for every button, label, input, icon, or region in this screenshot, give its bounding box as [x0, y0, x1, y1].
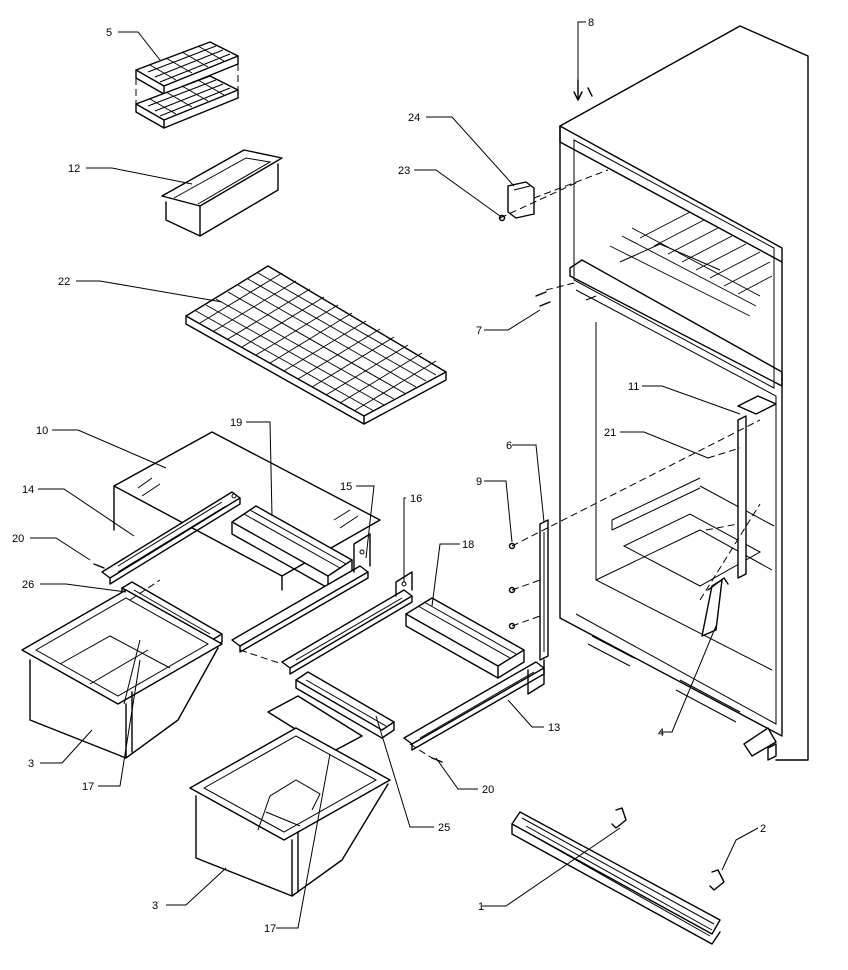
callout-23: 23 [398, 165, 410, 177]
shelf-rail-15 [231, 533, 371, 653]
callout-6: 6 [506, 440, 512, 452]
drawer-slide-25 [295, 671, 395, 739]
callout-8: 8 [588, 17, 594, 29]
assembly-lines [129, 169, 761, 759]
callout-labels: 5 12 22 10 14 20 26 3 17 19 15 16 18 13 … [12, 17, 766, 935]
callout-17-left: 17 [82, 781, 94, 793]
screw-23 [498, 214, 506, 222]
callout-3-right: 3 [152, 900, 158, 912]
callout-10: 10 [36, 425, 48, 437]
callout-18: 18 [462, 539, 474, 551]
callout-9: 9 [476, 476, 482, 488]
callout-3-left: 3 [28, 758, 34, 770]
callout-19: 19 [230, 417, 242, 429]
callout-21: 21 [604, 427, 616, 439]
callout-26: 26 [22, 579, 34, 591]
shelf-rail-13 [403, 659, 545, 751]
callout-13: 13 [548, 722, 560, 734]
callout-1: 1 [478, 901, 484, 913]
storage-bin [161, 149, 283, 237]
callout-22: 22 [58, 276, 70, 288]
grille-panel [511, 811, 721, 945]
callout-7: 7 [476, 325, 482, 337]
grille-clips [611, 807, 725, 891]
callout-11: 11 [628, 381, 639, 393]
callout-25: 25 [438, 822, 450, 834]
callout-14: 14 [22, 484, 34, 496]
shelf-guide-19 [231, 505, 353, 589]
shelf-standard-6 [539, 519, 549, 661]
shelf-guide-18 [405, 597, 525, 679]
callout-20-left: 20 [12, 533, 24, 545]
cover-cap-24 [507, 181, 535, 219]
leader-lines [30, 21, 759, 929]
callout-12: 12 [68, 163, 80, 175]
crisper-drawer-right [189, 727, 391, 897]
callout-15: 15 [340, 481, 352, 493]
refrigerator-cabinet [559, 25, 809, 761]
callout-20-right: 20 [482, 784, 494, 796]
callout-5: 5 [106, 27, 112, 39]
callout-17-right: 17 [264, 923, 276, 935]
callout-4: 4 [658, 727, 664, 739]
callout-16: 16 [410, 493, 422, 505]
shelf-rail-16 [281, 571, 413, 675]
callout-2: 2 [760, 823, 766, 835]
callout-24: 24 [408, 112, 420, 124]
shelf-rail-left [101, 491, 241, 585]
crisper-drawer-left [21, 589, 223, 759]
wire-shelf [185, 265, 447, 425]
ice-trays [135, 41, 239, 129]
